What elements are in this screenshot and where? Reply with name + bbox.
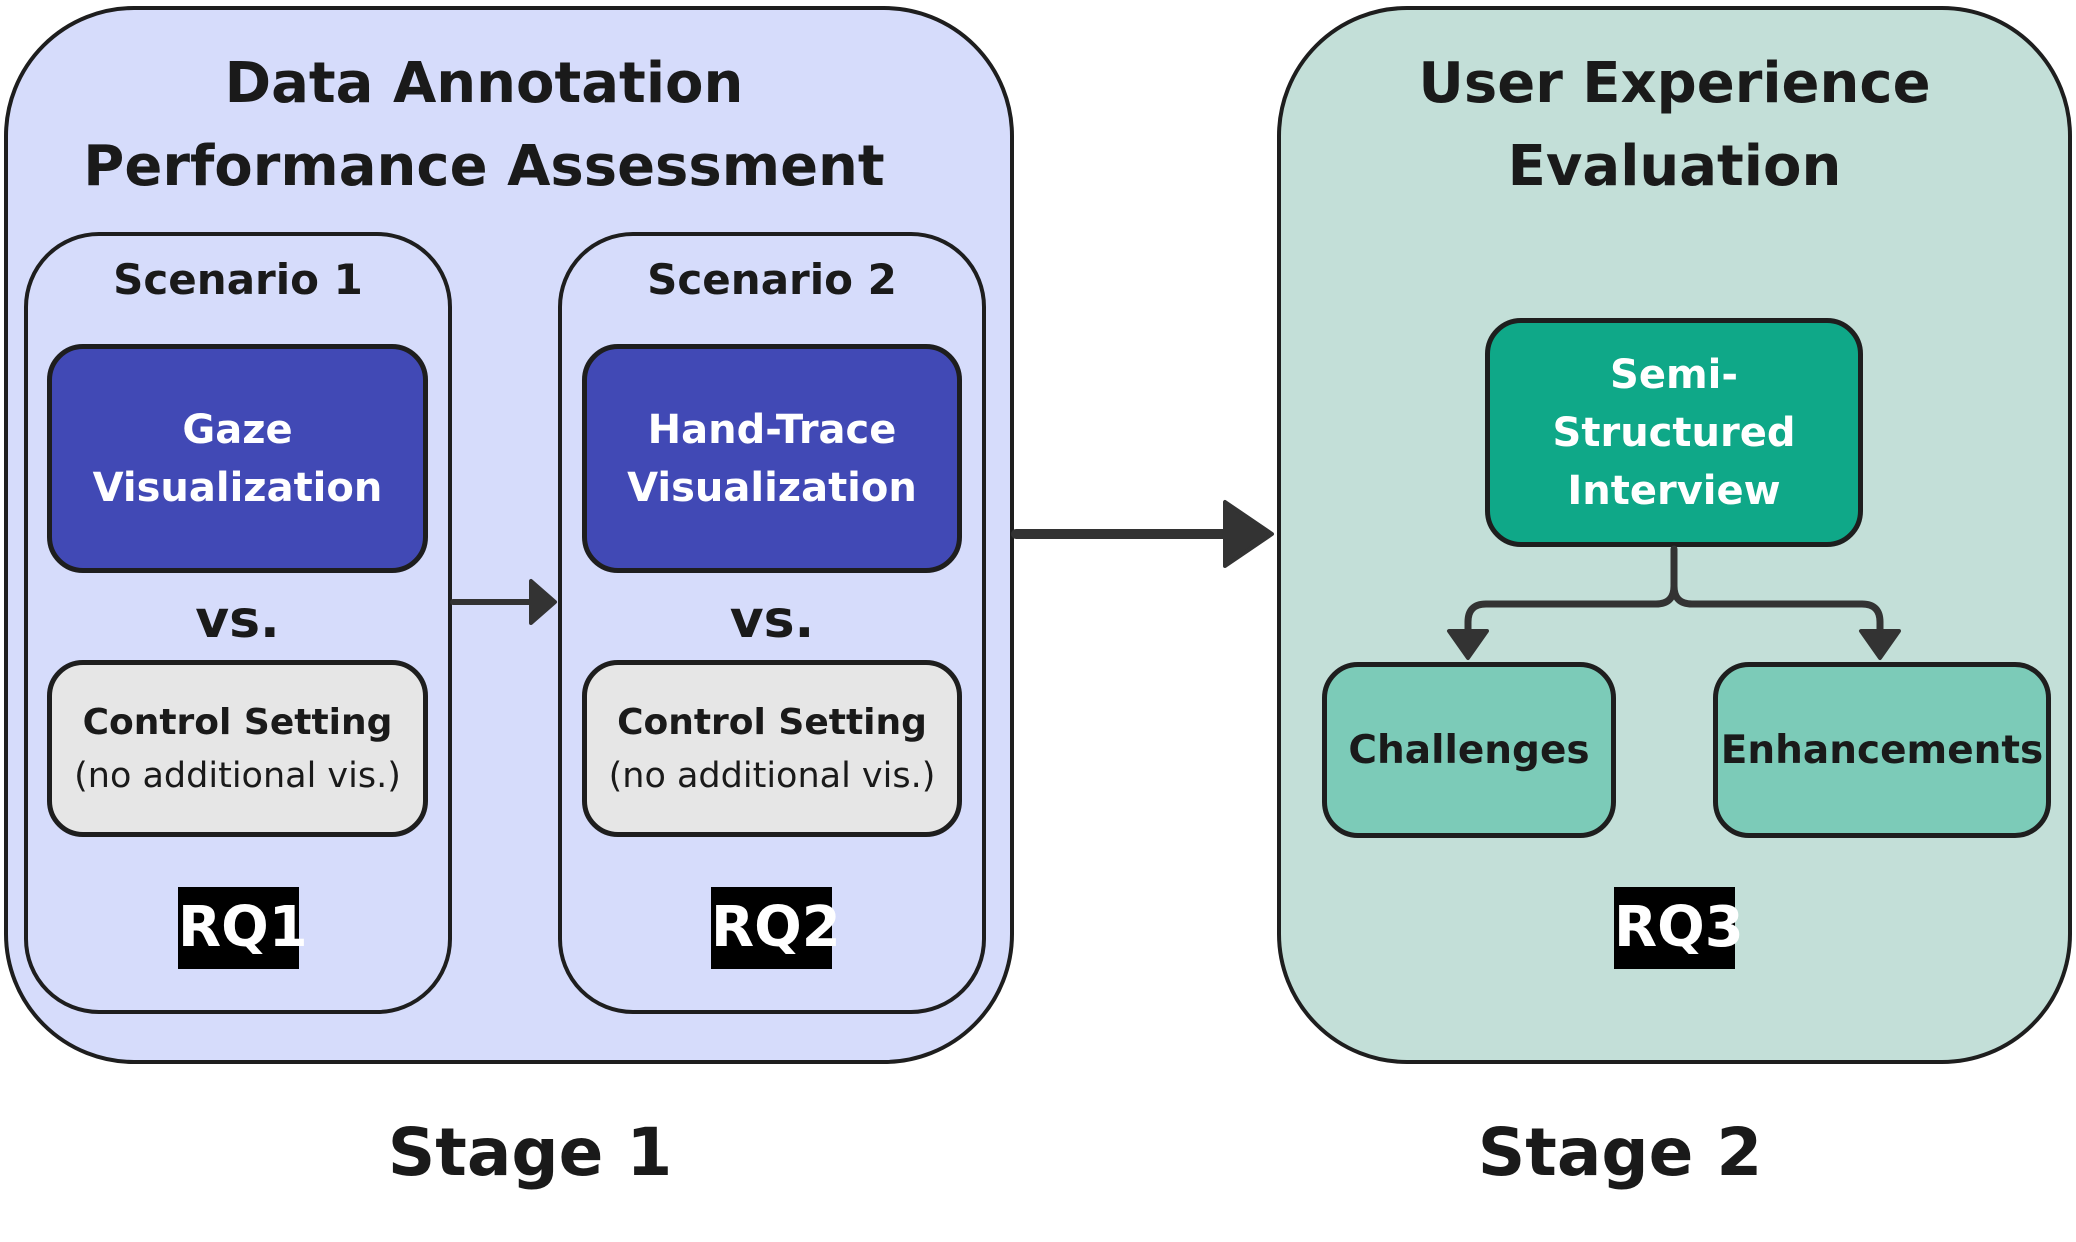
enhancements-arrow-head xyxy=(1859,629,1901,660)
scenario1-vs-label: vs. xyxy=(195,590,280,650)
challenges-arrow-head xyxy=(1447,629,1489,660)
rq1-badge: RQ1 xyxy=(178,887,308,969)
challenges-label: Challenges xyxy=(1348,727,1590,773)
hand-trace-visualization-line2: Visualization xyxy=(627,464,917,511)
gaze-visualization-line1: Gaze xyxy=(182,406,293,453)
scenario-arrow-head xyxy=(529,579,557,625)
stage1-title-line2: Performance Assessment xyxy=(83,134,885,199)
stage-arrow-head xyxy=(1223,500,1274,568)
scenario1-title: Scenario 1 xyxy=(113,255,363,304)
scenario2-control-note: (no additional vis.) xyxy=(608,755,936,796)
stage2-label: Stage 2 xyxy=(1477,1114,1763,1191)
scenario2-control-setting-box: Control Setting (no additional vis.) xyxy=(582,660,962,837)
gaze-visualization-line2: Visualization xyxy=(92,464,383,511)
rq3-badge: RQ3 xyxy=(1614,887,1744,969)
enhancements-box: Enhancements xyxy=(1713,662,2051,838)
hand-trace-visualization-box: Hand-Trace Visualization xyxy=(582,344,962,573)
stage2-title-line2: Evaluation xyxy=(1507,134,1842,199)
interview-line2: Interview xyxy=(1567,467,1781,514)
semi-structured-interview-box: Semi-Structured Interview xyxy=(1485,318,1863,547)
interview-line1: Semi-Structured xyxy=(1552,351,1796,456)
scenario2-title: Scenario 2 xyxy=(647,255,897,304)
scenario2-vs-label: vs. xyxy=(729,590,815,650)
stage1-title-line1: Data Annotation xyxy=(224,51,744,116)
enhancements-branch-line xyxy=(1670,582,1884,649)
challenges-box: Challenges xyxy=(1322,662,1616,838)
stage2-title: User Experience Evaluation xyxy=(1277,42,2072,208)
stage1-title: Data Annotation Performance Assessment xyxy=(4,42,964,208)
stage2-title-line1: User Experience xyxy=(1418,51,1931,116)
challenges-branch-line xyxy=(1464,545,1678,649)
gaze-visualization-box: Gaze Visualization xyxy=(47,344,428,573)
scenario1-control-title: Control Setting xyxy=(82,701,393,743)
hand-trace-visualization-line1: Hand-Trace xyxy=(647,406,897,453)
rq2-badge: RQ2 xyxy=(711,887,841,969)
scenario1-control-note: (no additional vis.) xyxy=(74,755,401,796)
scenario1-control-setting-box: Control Setting (no additional vis.) xyxy=(47,660,428,837)
enhancements-label: Enhancements xyxy=(1720,727,2044,773)
scenario2-control-title: Control Setting xyxy=(617,701,927,743)
stage1-label: Stage 1 xyxy=(387,1114,673,1191)
